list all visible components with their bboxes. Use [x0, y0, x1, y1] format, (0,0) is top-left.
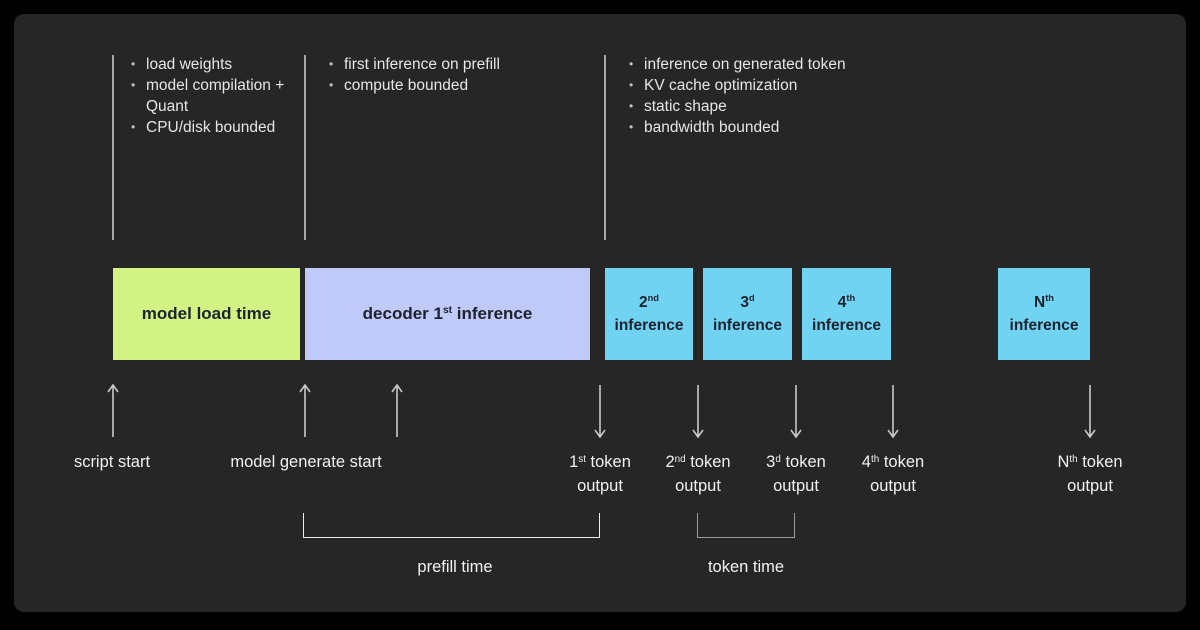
note-item: KV cache optimization	[627, 75, 917, 96]
model-load-notes: load weights model compilation + Quant C…	[129, 54, 307, 138]
decode-notes: inference on generated token KV cache op…	[627, 54, 917, 138]
script-start-label: script start	[73, 453, 151, 471]
inference-box-4: 4th inference	[802, 268, 891, 360]
divider-decode	[604, 55, 606, 240]
decoder-first-inference-box: decoder 1st inference	[305, 268, 590, 360]
model-load-time-box: model load time	[113, 268, 300, 360]
prefill-notes: first inference on prefill compute bound…	[327, 54, 577, 96]
note-item: static shape	[627, 96, 917, 117]
box-label: Nth	[1034, 293, 1054, 311]
down-arrow-icon	[692, 385, 704, 439]
note-item: load weights	[129, 54, 307, 75]
box-label: inference	[1009, 316, 1079, 334]
note-item: compute bounded	[327, 75, 577, 96]
up-arrow-icon	[299, 383, 311, 437]
token-output-label-4: 4th token output	[861, 453, 925, 495]
down-arrow-icon	[1084, 385, 1096, 439]
inference-box-3: 3d inference	[703, 268, 792, 360]
token-output-label-2: 2nd token output	[665, 453, 731, 495]
down-arrow-icon	[594, 385, 606, 439]
inference-box-n: Nth inference	[998, 268, 1090, 360]
token-time-label: token time	[707, 558, 785, 576]
down-arrow-icon	[887, 385, 899, 439]
prefill-time-label: prefill time	[417, 558, 493, 576]
box-label: model load time	[141, 304, 272, 323]
token-time-bracket	[697, 513, 795, 538]
note-item: bandwidth bounded	[627, 117, 917, 138]
note-item: model compilation + Quant	[129, 75, 307, 117]
box-label: decoder 1st inference	[362, 304, 533, 323]
down-arrow-icon	[790, 385, 802, 439]
up-arrow-icon	[391, 383, 403, 437]
up-arrow-icon	[107, 383, 119, 437]
note-item: inference on generated token	[627, 54, 917, 75]
divider-model-load	[112, 55, 114, 240]
token-output-label-3: 3d token output	[766, 453, 826, 495]
token-output-label-n: Nth token output	[1057, 453, 1123, 495]
box-label: 4th	[837, 293, 856, 311]
box-label: inference	[812, 316, 881, 334]
note-item: first inference on prefill	[327, 54, 577, 75]
prefill-time-bracket	[303, 513, 600, 538]
box-label: 2nd	[639, 293, 659, 311]
diagram-panel: load weights model compilation + Quant C…	[14, 14, 1186, 612]
box-label: inference	[713, 316, 782, 334]
divider-prefill	[304, 55, 306, 240]
box-label: inference	[614, 316, 684, 334]
inference-box-2: 2nd inference	[605, 268, 693, 360]
token-output-label-1: 1st token output	[569, 453, 631, 495]
box-label: 3d	[740, 293, 755, 311]
note-item: CPU/disk bounded	[129, 117, 307, 138]
model-generate-start-label: model generate start	[230, 453, 382, 471]
